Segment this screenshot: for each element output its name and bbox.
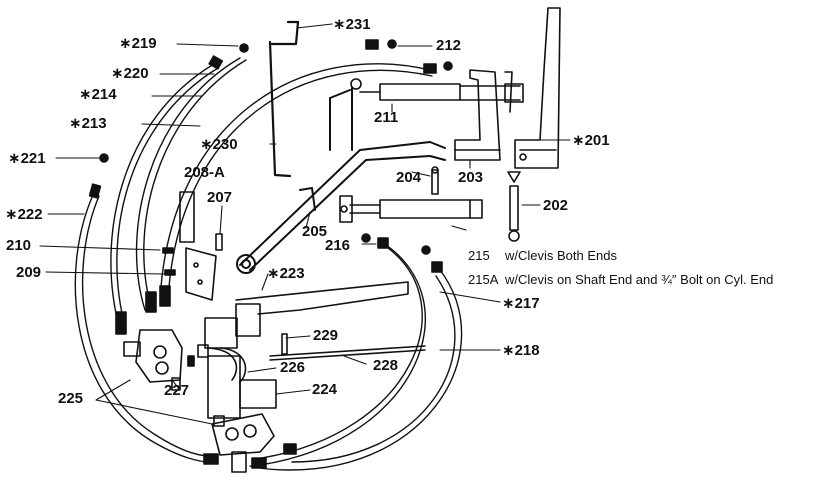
label-228: 228 bbox=[373, 357, 399, 374]
hose-218 bbox=[249, 269, 463, 471]
label-217: ∗217 bbox=[502, 295, 540, 312]
hose-213 bbox=[159, 63, 431, 301]
label-231: ∗231 bbox=[333, 16, 371, 33]
rod-228 bbox=[269, 333, 426, 361]
label-204: 204 bbox=[396, 169, 422, 186]
label-212: 212 bbox=[436, 37, 462, 54]
label-224: 224 bbox=[312, 381, 338, 398]
label-222: ∗222 bbox=[5, 206, 43, 223]
hose-217 bbox=[259, 242, 427, 466]
label-219: ∗219 bbox=[119, 35, 157, 52]
label-229: 229 bbox=[313, 327, 339, 344]
hoses bbox=[74, 57, 463, 471]
bracket-203 bbox=[454, 69, 513, 161]
bracket-201 bbox=[514, 7, 561, 169]
label-209: 209 bbox=[16, 264, 42, 281]
control-valve-225 bbox=[211, 413, 275, 473]
label-208a: 208-A bbox=[184, 164, 225, 181]
label-213: ∗213 bbox=[69, 115, 107, 132]
label-203: 203 bbox=[458, 169, 484, 186]
label-220: ∗220 bbox=[111, 65, 149, 82]
label-223: ∗223 bbox=[267, 265, 305, 282]
label-215: 215 bbox=[468, 248, 490, 263]
hose-214 bbox=[135, 57, 241, 311]
label-218: ∗218 bbox=[502, 342, 540, 359]
label-215a: 215A bbox=[468, 272, 499, 287]
bolt-207 bbox=[215, 233, 223, 251]
leader-lines bbox=[39, 23, 571, 425]
plate-208a bbox=[179, 191, 217, 301]
label-216: 216 bbox=[325, 237, 351, 254]
valve-plate-224 bbox=[197, 317, 277, 419]
label-227: 227 bbox=[164, 382, 190, 399]
label-226: 226 bbox=[280, 359, 306, 376]
label-201: ∗201 bbox=[572, 132, 610, 149]
arm-223 bbox=[235, 281, 409, 337]
note-215a: w/Clevis on Shaft End and ¾″ Bolt on Cyl… bbox=[505, 272, 774, 287]
label-211: 211 bbox=[374, 109, 399, 126]
hose-fittings bbox=[88, 39, 443, 469]
pin-204 bbox=[431, 166, 439, 195]
note-215: w/Clevis Both Ends bbox=[505, 248, 617, 263]
label-210: 210 bbox=[6, 237, 32, 254]
label-225: 225 bbox=[58, 390, 84, 407]
hose-220 bbox=[110, 63, 215, 331]
label-207: 207 bbox=[207, 189, 233, 206]
cylinder-215 bbox=[339, 195, 483, 223]
label-221: ∗221 bbox=[8, 150, 46, 167]
label-205: 205 bbox=[302, 223, 328, 240]
lift-arm-205 bbox=[236, 87, 446, 274]
control-valve-227 bbox=[123, 329, 183, 391]
label-214: ∗214 bbox=[79, 86, 117, 103]
label-230: ∗230 bbox=[200, 136, 238, 153]
label-202: 202 bbox=[543, 197, 569, 214]
rod-230 bbox=[268, 20, 300, 178]
cylinder-211 bbox=[350, 78, 524, 103]
pin-202 bbox=[507, 171, 521, 242]
hose-222 bbox=[74, 194, 211, 463]
